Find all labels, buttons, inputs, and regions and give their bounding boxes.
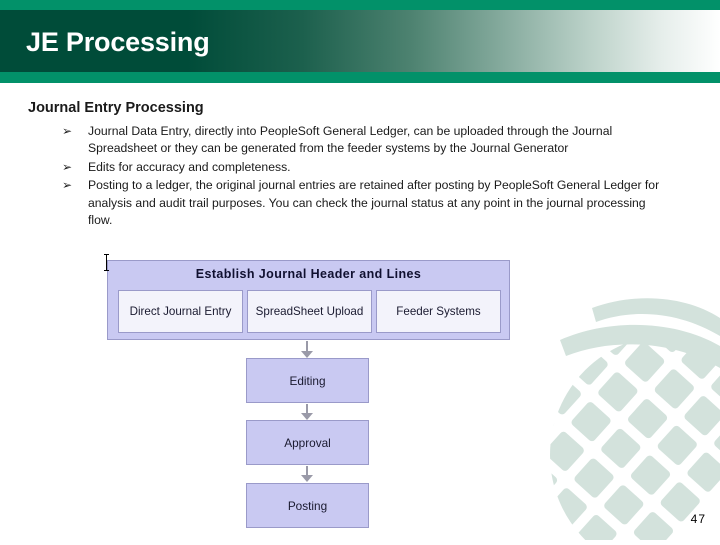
slide-header bbox=[0, 0, 720, 83]
bullet-arrow-icon: ➢ bbox=[62, 159, 73, 174]
header-gradient-band bbox=[0, 10, 720, 72]
diagram-connector-line bbox=[306, 404, 308, 414]
header-bottom-accent-strip bbox=[0, 72, 720, 83]
list-item-text: Edits for accuracy and completeness. bbox=[88, 159, 291, 174]
diagram-node-editing[interactable]: Editing bbox=[246, 358, 369, 403]
diagram-node-spreadsheet-upload[interactable]: SpreadSheet Upload bbox=[247, 290, 372, 333]
text-ibeam-cursor-icon bbox=[103, 254, 110, 271]
bullet-arrow-icon: ➢ bbox=[62, 124, 73, 138]
diagram-connector-line bbox=[306, 341, 308, 352]
diagram-arrow-head-icon bbox=[301, 413, 313, 420]
page-title: JE Processing bbox=[26, 27, 210, 57]
list-item: ➢ Posting to a ledger, the original jour… bbox=[62, 177, 670, 229]
diagram-arrow-head-icon bbox=[301, 351, 313, 358]
list-item: ➢ Journal Data Entry, directly into Peop… bbox=[62, 123, 670, 158]
diagram-node-approval[interactable]: Approval bbox=[246, 420, 369, 465]
list-item: ➢ Edits for accuracy and completeness. bbox=[62, 159, 670, 176]
content-heading: Journal Entry Processing bbox=[28, 100, 204, 116]
diagram-group-establish-journal-header-and-lines[interactable]: Establish Journal Header and Lines Direc… bbox=[107, 260, 510, 340]
slide-number: 47 bbox=[690, 512, 706, 526]
globe-watermark-graphic bbox=[520, 240, 720, 545]
diagram-connector-line bbox=[306, 466, 308, 476]
header-top-accent-strip bbox=[0, 0, 720, 10]
list-item-text: Posting to a ledger, the original journa… bbox=[88, 178, 660, 228]
diagram-node-feeder-systems[interactable]: Feeder Systems bbox=[376, 290, 501, 333]
bullet-arrow-icon: ➢ bbox=[62, 178, 73, 193]
bullet-list: ➢ Journal Data Entry, directly into Peop… bbox=[62, 123, 670, 230]
diagram-node-direct-journal-entry[interactable]: Direct Journal Entry bbox=[118, 290, 243, 333]
list-item-text: Journal Data Entry, directly into People… bbox=[88, 124, 613, 156]
diagram-node-posting[interactable]: Posting bbox=[246, 483, 369, 528]
diagram-arrow-head-icon bbox=[301, 475, 313, 482]
diagram-group-title: Establish Journal Header and Lines bbox=[195, 267, 422, 281]
